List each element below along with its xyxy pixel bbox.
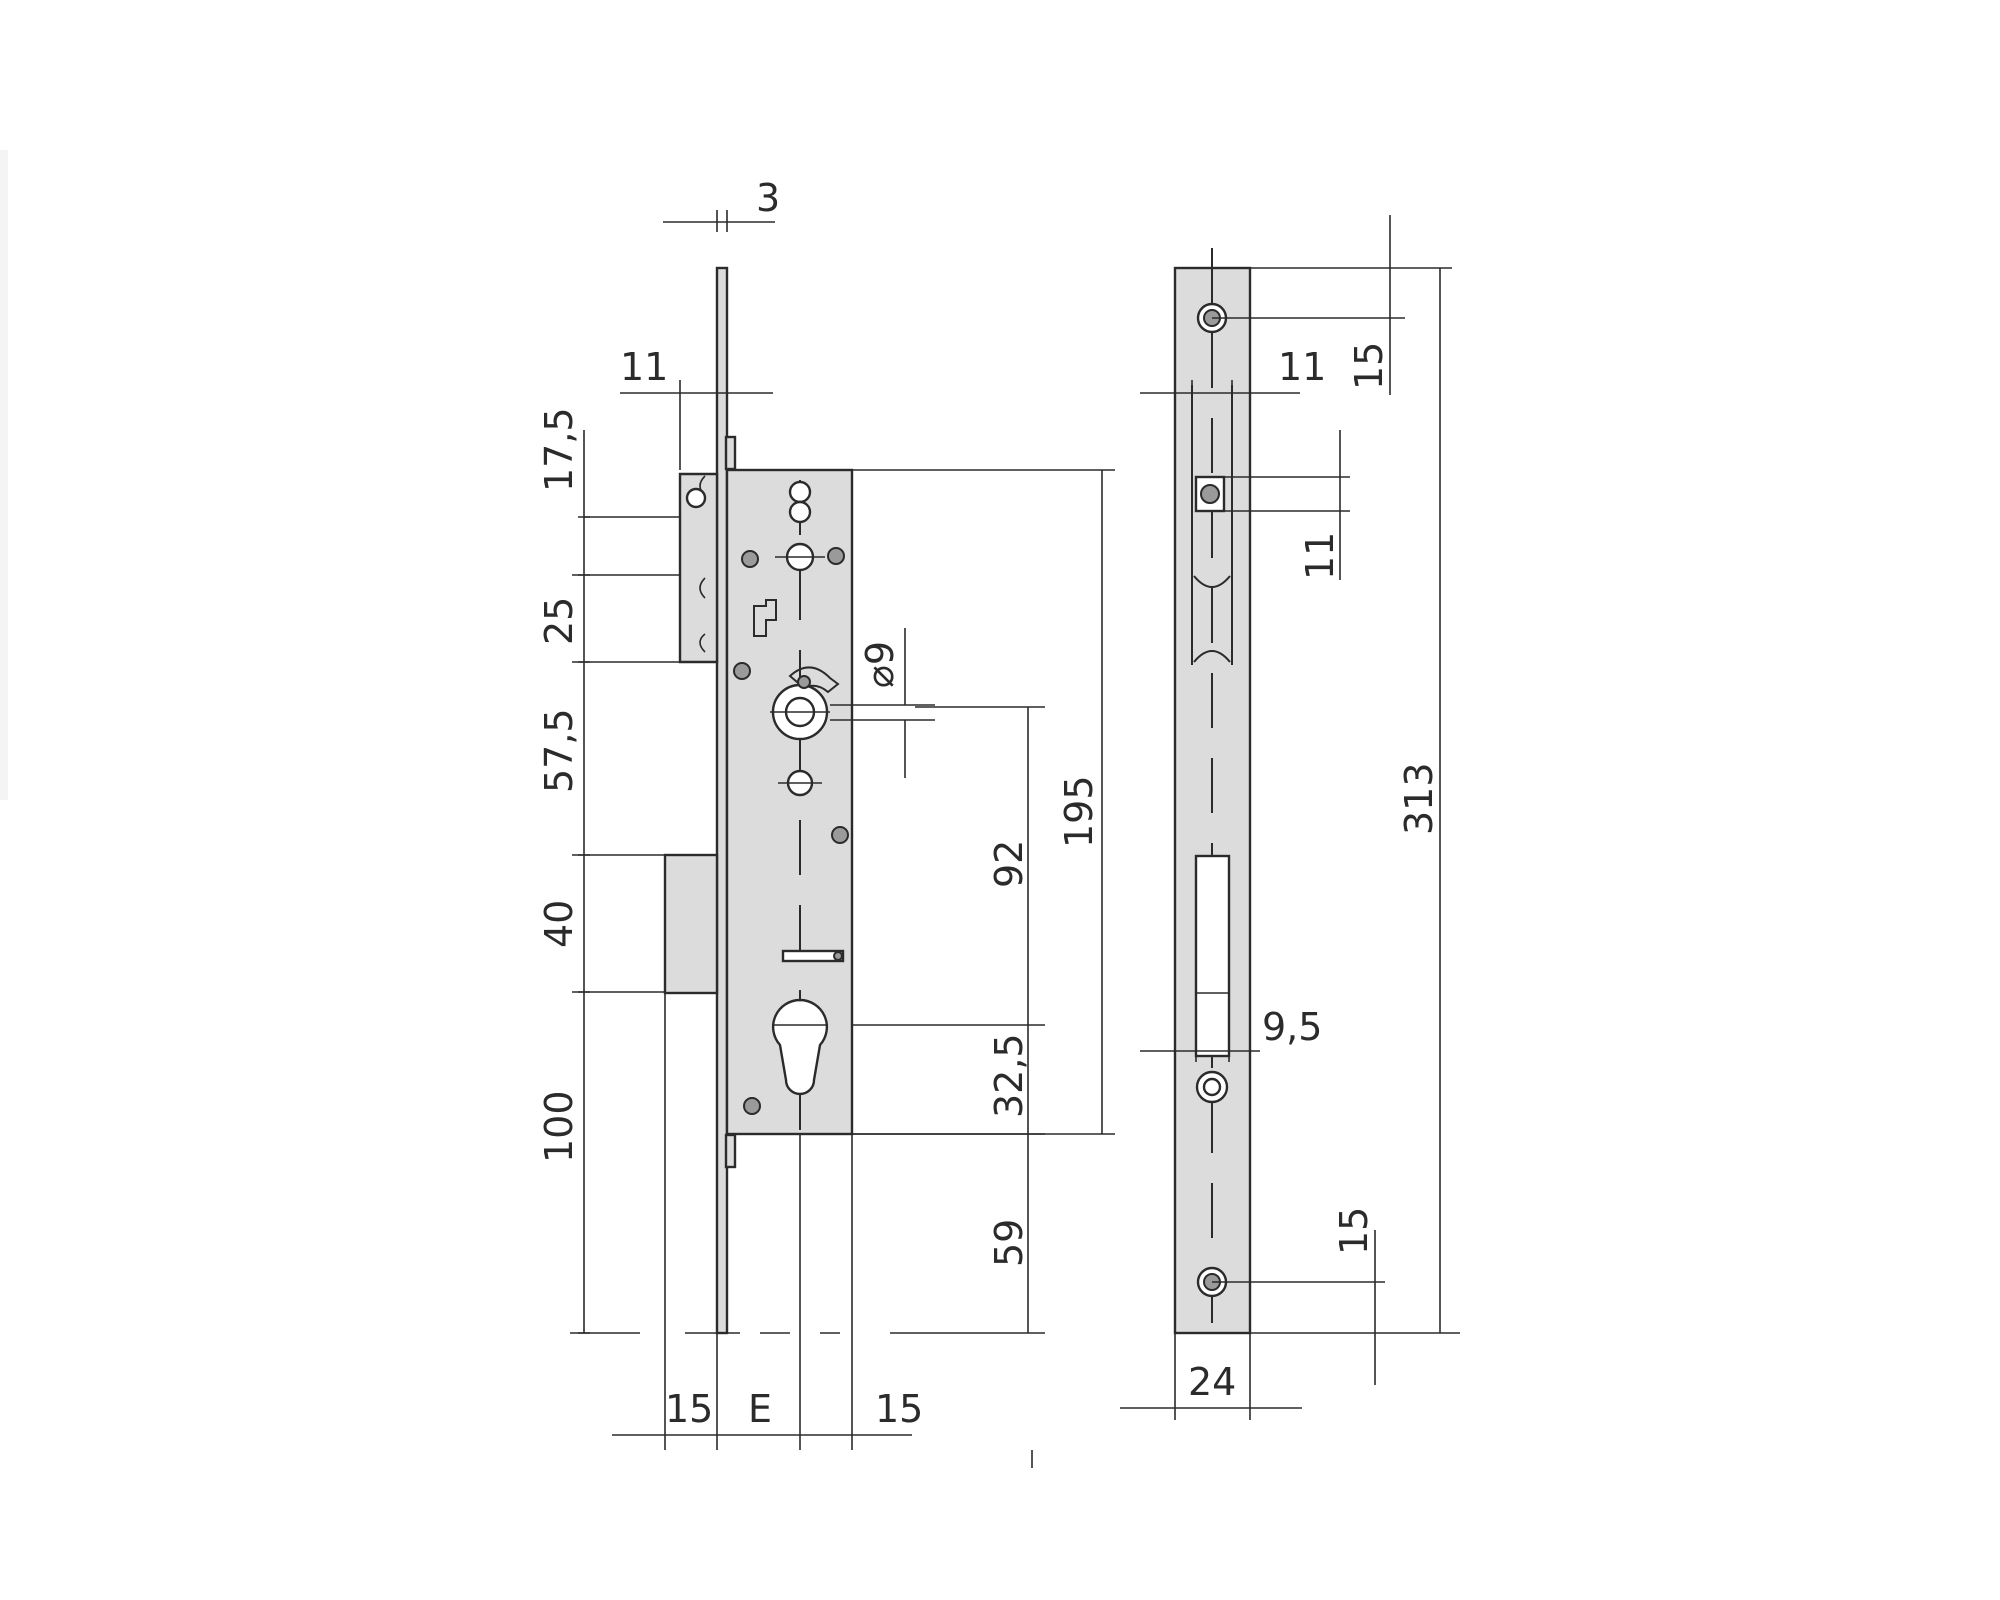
faceplate-tab-bottom (724, 1133, 737, 1169)
front-dim-latch-offset (1140, 380, 1300, 405)
page-edge-shade (0, 150, 8, 800)
label-bolt-height: 40 (537, 900, 581, 948)
label-plate-length: 313 (1397, 762, 1441, 835)
front-dim-latch-window (1225, 430, 1350, 580)
dim-ticks-left (578, 516, 590, 1334)
label-latch-offset: 11 (1278, 345, 1326, 389)
front-dim-width (1120, 1333, 1302, 1420)
bolt-window (1194, 854, 1231, 1058)
dim-line-11 (620, 380, 773, 470)
faceplate (715, 266, 729, 1335)
label-forend-offset: 11 (620, 345, 668, 389)
latch-screw-hole (685, 487, 707, 509)
label-cylinder-to-case-bottom: 32,5 (987, 1033, 1031, 1118)
front-view (1120, 215, 1460, 1420)
dim-follower (830, 628, 1045, 778)
latch-lever (753, 599, 777, 637)
label-hole-top: 15 (1347, 342, 1391, 390)
dim-line-3 (663, 210, 775, 232)
case-screw-3 (733, 662, 751, 680)
label-latch-top: 17,5 (537, 407, 581, 492)
middle-pin (778, 769, 822, 797)
latch-tongue (678, 472, 719, 664)
case-screw-2 (827, 547, 845, 565)
label-case-to-plate-bottom: 59 (987, 1219, 1031, 1267)
bottom-extensions (664, 993, 853, 1450)
front-dim-top-hole (1212, 215, 1452, 395)
cylinder-cutout (771, 998, 829, 1096)
label-latch-height: 25 (537, 597, 581, 645)
case-screw-1 (741, 550, 759, 568)
cylinder-fixing-hole-inner (1202, 1077, 1222, 1097)
front-dim-313 (1250, 268, 1460, 1334)
dim-chain-left (570, 430, 680, 1334)
label-backset: E (748, 1387, 772, 1431)
label-follower-to-cylinder: 92 (987, 840, 1031, 888)
front-dim-bolt-window (1140, 1040, 1260, 1062)
case-screw-5 (743, 1097, 761, 1115)
label-bolt-window-offset: 9,5 (1262, 1005, 1322, 1049)
front-dim-bottom-hole (1212, 1230, 1385, 1385)
label-faceplate-thickness: 3 (756, 176, 780, 220)
latch-window (1191, 385, 1233, 665)
label-plate-width: 24 (1188, 1360, 1236, 1404)
latch-window-screw (1200, 484, 1220, 504)
case-screw-4 (831, 826, 849, 844)
label-bolt-to-bottom: 100 (537, 1090, 581, 1163)
side-view (570, 210, 1115, 1468)
label-bolt-throw: 15 (665, 1387, 713, 1431)
label-case-rear: 15 (875, 1387, 923, 1431)
label-case-height: 195 (1057, 775, 1101, 848)
top-slot (775, 480, 825, 572)
faceplate-tab-top (724, 435, 737, 471)
dim-195 (852, 469, 1115, 1135)
label-hole-bottom: 15 (1332, 1207, 1376, 1255)
latch-window-notches (1193, 575, 1231, 663)
label-follower-square-text: ⌀9 (858, 641, 902, 688)
bolt-slot-dot (833, 951, 843, 961)
label-latch-to-bolt: 57,5 (537, 708, 581, 793)
label-latch-window: 11 (1298, 532, 1342, 580)
follower (770, 666, 840, 741)
deadbolt (663, 853, 719, 995)
